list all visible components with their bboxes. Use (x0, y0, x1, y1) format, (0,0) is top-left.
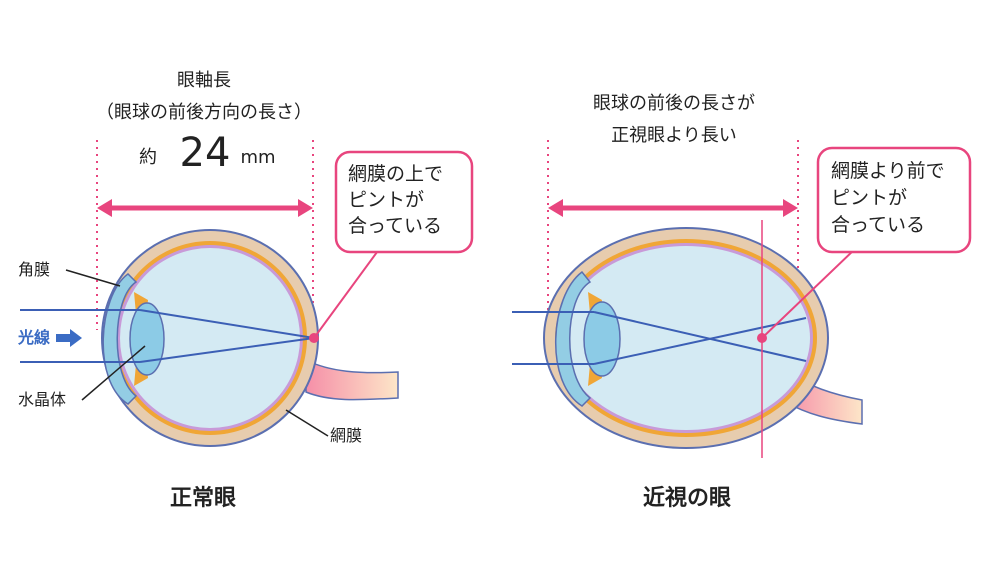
callout-line-3: 合っている (831, 214, 925, 236)
cornea (555, 270, 592, 407)
myopic-eye-caption: 近視の眼 (643, 485, 731, 511)
callout-box (334, 150, 474, 254)
light-ray-top-refracted (593, 311, 807, 362)
vitreous-body (120, 248, 300, 428)
retina-label: 網膜 (330, 426, 362, 445)
callout-line-3: 合っている (348, 215, 442, 237)
axial-length-arrow (548, 199, 798, 217)
callout-line-2: ピントが (831, 187, 907, 209)
axial-length-description: （眼球の前後方向の長さ） (96, 102, 312, 123)
lens-leader (81, 345, 146, 401)
myopia-description-line-2: 正視眼より長い (611, 125, 737, 146)
normal-eye-panel: 眼軸長 （眼球の前後方向の長さ） 約 24 mm (17, 70, 474, 511)
callout-box (816, 146, 972, 254)
axial-length-unit: mm (240, 147, 275, 168)
light-ray-bottom-refracted (139, 337, 315, 363)
axial-length-value: 24 (180, 130, 231, 176)
axial-length-arrow (97, 199, 313, 217)
normal-eye-caption: 正常眼 (170, 485, 236, 511)
myopia-description-line-1: 眼球の前後の長さが (593, 93, 755, 114)
light-ray-top-refracted (139, 309, 315, 339)
lens-label: 水晶体 (18, 390, 66, 409)
retina-leader (285, 409, 329, 437)
approx-label: 約 (139, 147, 157, 168)
callout-line-1: 網膜より前で (831, 160, 945, 182)
vitreous-body (562, 246, 810, 430)
callout-pointer (313, 247, 381, 339)
optic-nerve (305, 358, 399, 401)
crystalline-lens (583, 301, 621, 377)
myopic-eye-panel: 眼球の前後の長さが 正視眼より長い (512, 93, 972, 511)
light-ray-arrow-icon (56, 329, 82, 347)
crystalline-lens (129, 302, 165, 376)
light-ray-label: 光線 (17, 328, 50, 347)
callout-pointer (761, 247, 857, 339)
light-ray-bottom-refracted (593, 317, 807, 365)
cornea-leader (65, 269, 121, 287)
cornea-label: 角膜 (18, 260, 50, 279)
callout-line-1: 網膜の上で (348, 163, 443, 185)
callout-line-2: ピントが (348, 189, 424, 211)
axial-length-label: 眼軸長 (177, 70, 231, 91)
